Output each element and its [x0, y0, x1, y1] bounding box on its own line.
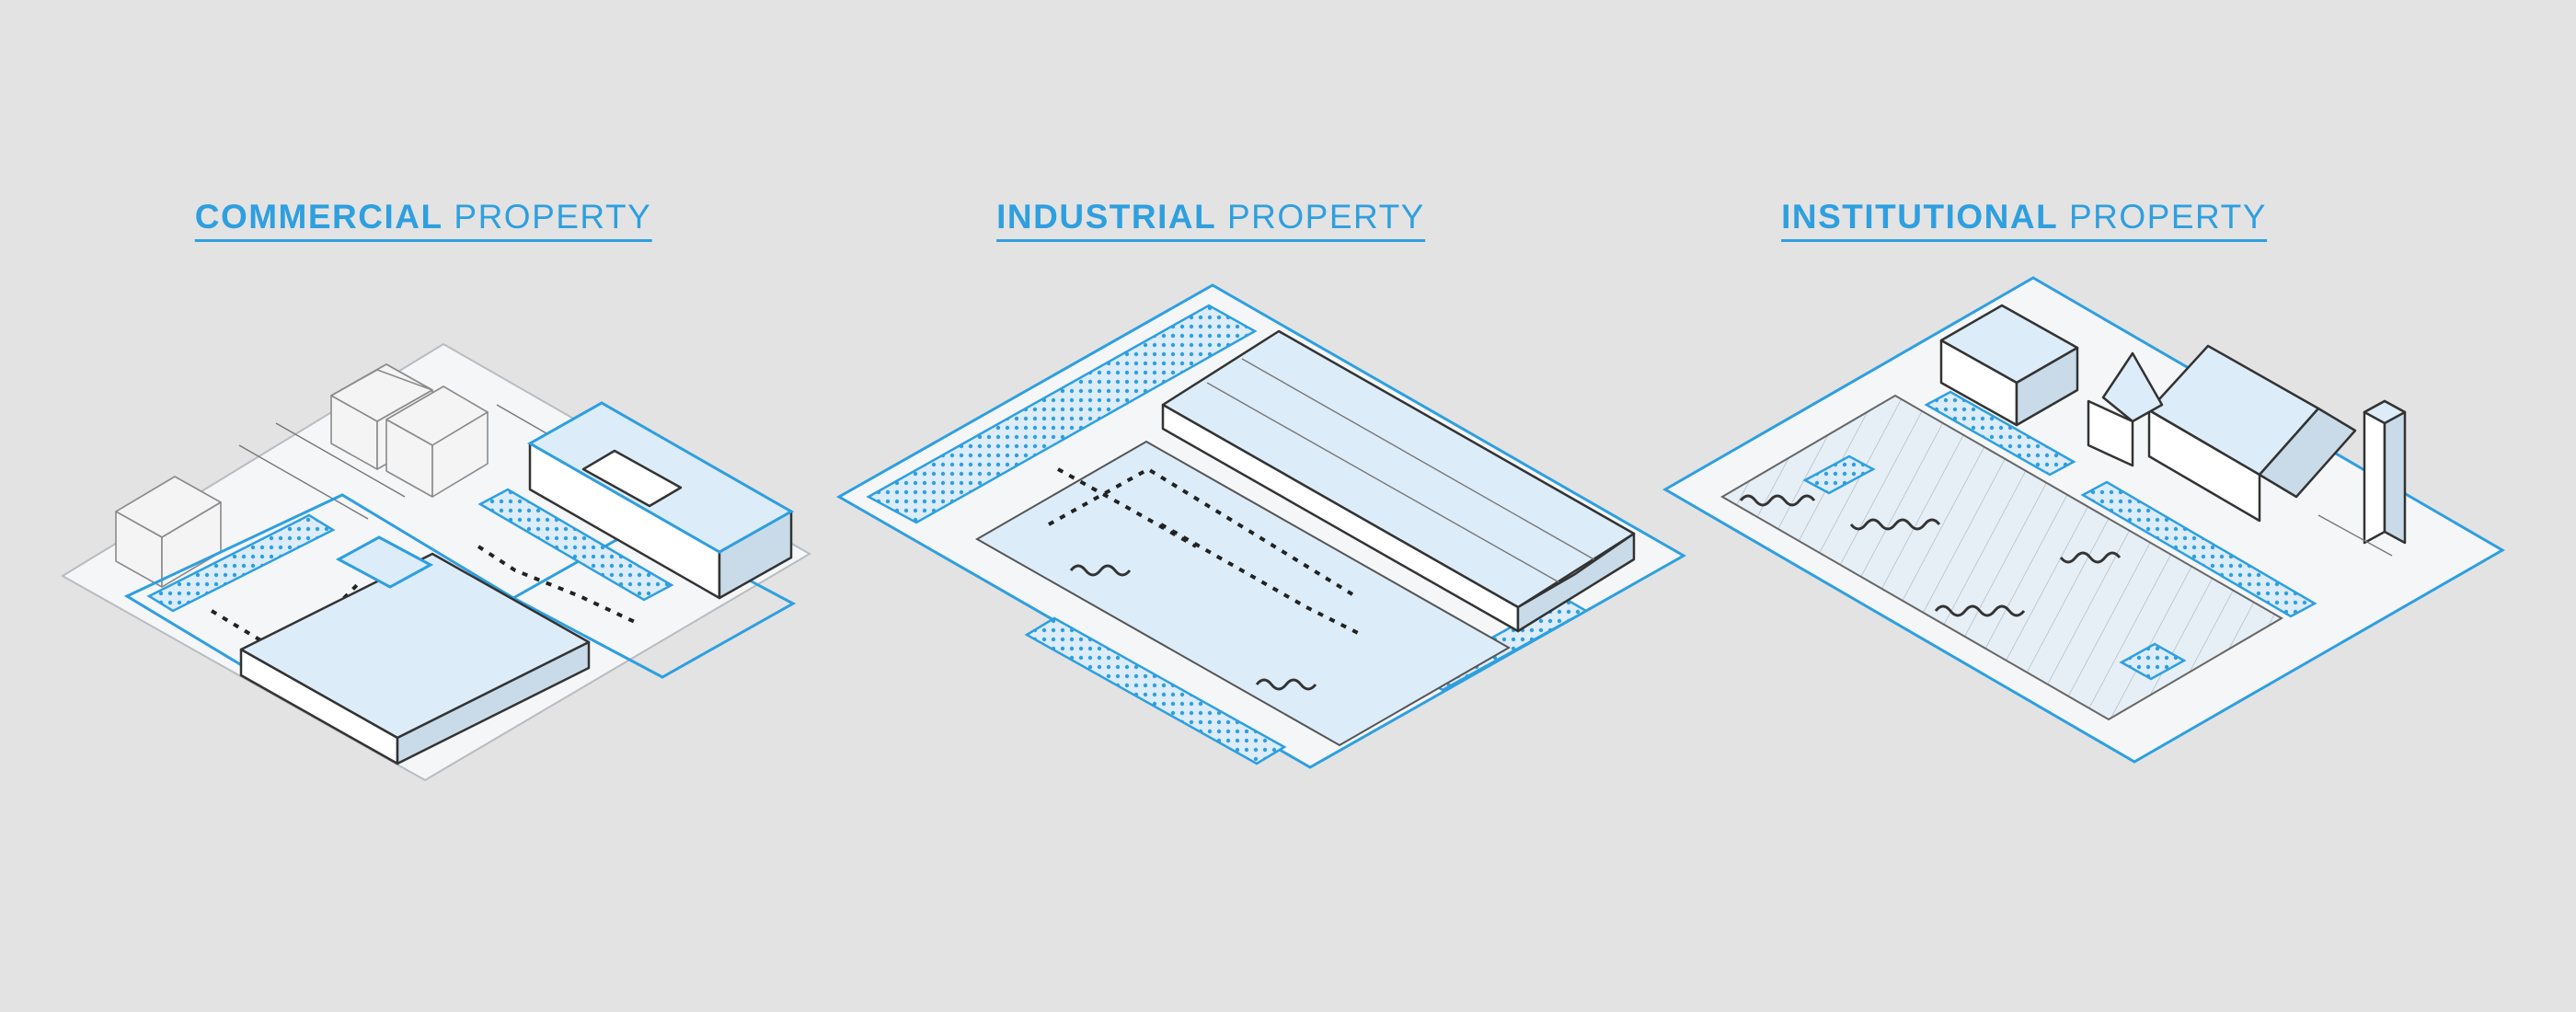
commercial-circulation-path-2 — [477, 545, 636, 624]
industrial-circulation-path-1 — [1048, 466, 1354, 596]
institutional-church-wall — [2147, 408, 2261, 523]
commercial-title-bold: COMMERCIAL — [194, 198, 443, 236]
industrial-perimeter-planting — [866, 304, 1258, 524]
industrial-warehouse-gable — [1516, 532, 1636, 633]
institutional-chapel-gable — [2101, 351, 2164, 423]
institutional-island-east — [2080, 480, 2317, 618]
commercial-building-side — [396, 640, 591, 765]
industrial-title-bold: INDUSTRIAL — [996, 198, 1217, 236]
institutional-island-west — [1802, 454, 1876, 495]
institutional-wavy-line-4 — [2059, 551, 2122, 564]
industrial-property-title: INDUSTRIAL PROPERTY — [996, 197, 1425, 242]
institutional-chapel-wall — [2087, 399, 2134, 467]
commercial-property-title: COMMERCIAL PROPERTY — [194, 197, 652, 242]
industrial-circulation-path-3 — [1057, 467, 1197, 548]
institutional-bell-tower-top — [2363, 399, 2407, 425]
industrial-yard — [974, 440, 1512, 747]
industrial-title-light: PROPERTY — [1226, 198, 1425, 236]
institutional-parking-lot — [1720, 394, 2283, 721]
institutional-wavy-line-2 — [1849, 518, 1941, 531]
commercial-title-light: PROPERTY — [454, 198, 652, 236]
commercial-parking-west — [146, 513, 336, 613]
institutional-property-title: INSTITUTIONAL PROPERTY — [1781, 197, 2267, 242]
institutional-hall-side — [2015, 346, 2079, 427]
industrial-parking-south — [1024, 616, 1287, 765]
neighborhood-houses-sketch — [115, 363, 645, 588]
industrial-wavy-line-2 — [1255, 678, 1317, 691]
commercial-rooftop-courtyard — [581, 449, 683, 508]
institutional-wavy-line-1 — [1739, 494, 1816, 507]
industrial-circulation-path-2 — [1160, 523, 1363, 637]
institutional-island-north — [1924, 390, 2076, 477]
institutional-wavy-line-3 — [1934, 604, 2026, 617]
institutional-title-light: PROPERTY — [2069, 198, 2267, 236]
institutional-church-roof-right — [2258, 407, 2357, 499]
institutional-title-bold: INSTITUTIONAL — [1781, 198, 2059, 236]
institutional-illustration — [1662, 276, 2505, 764]
industrial-wavy-line-1 — [1069, 564, 1132, 577]
commercial-illustration — [61, 342, 811, 782]
institutional-island-south — [2119, 642, 2187, 681]
industrial-illustration — [835, 283, 1687, 769]
institutional-property-boundary — [1662, 276, 2505, 764]
commercial-parking-east — [477, 488, 674, 602]
